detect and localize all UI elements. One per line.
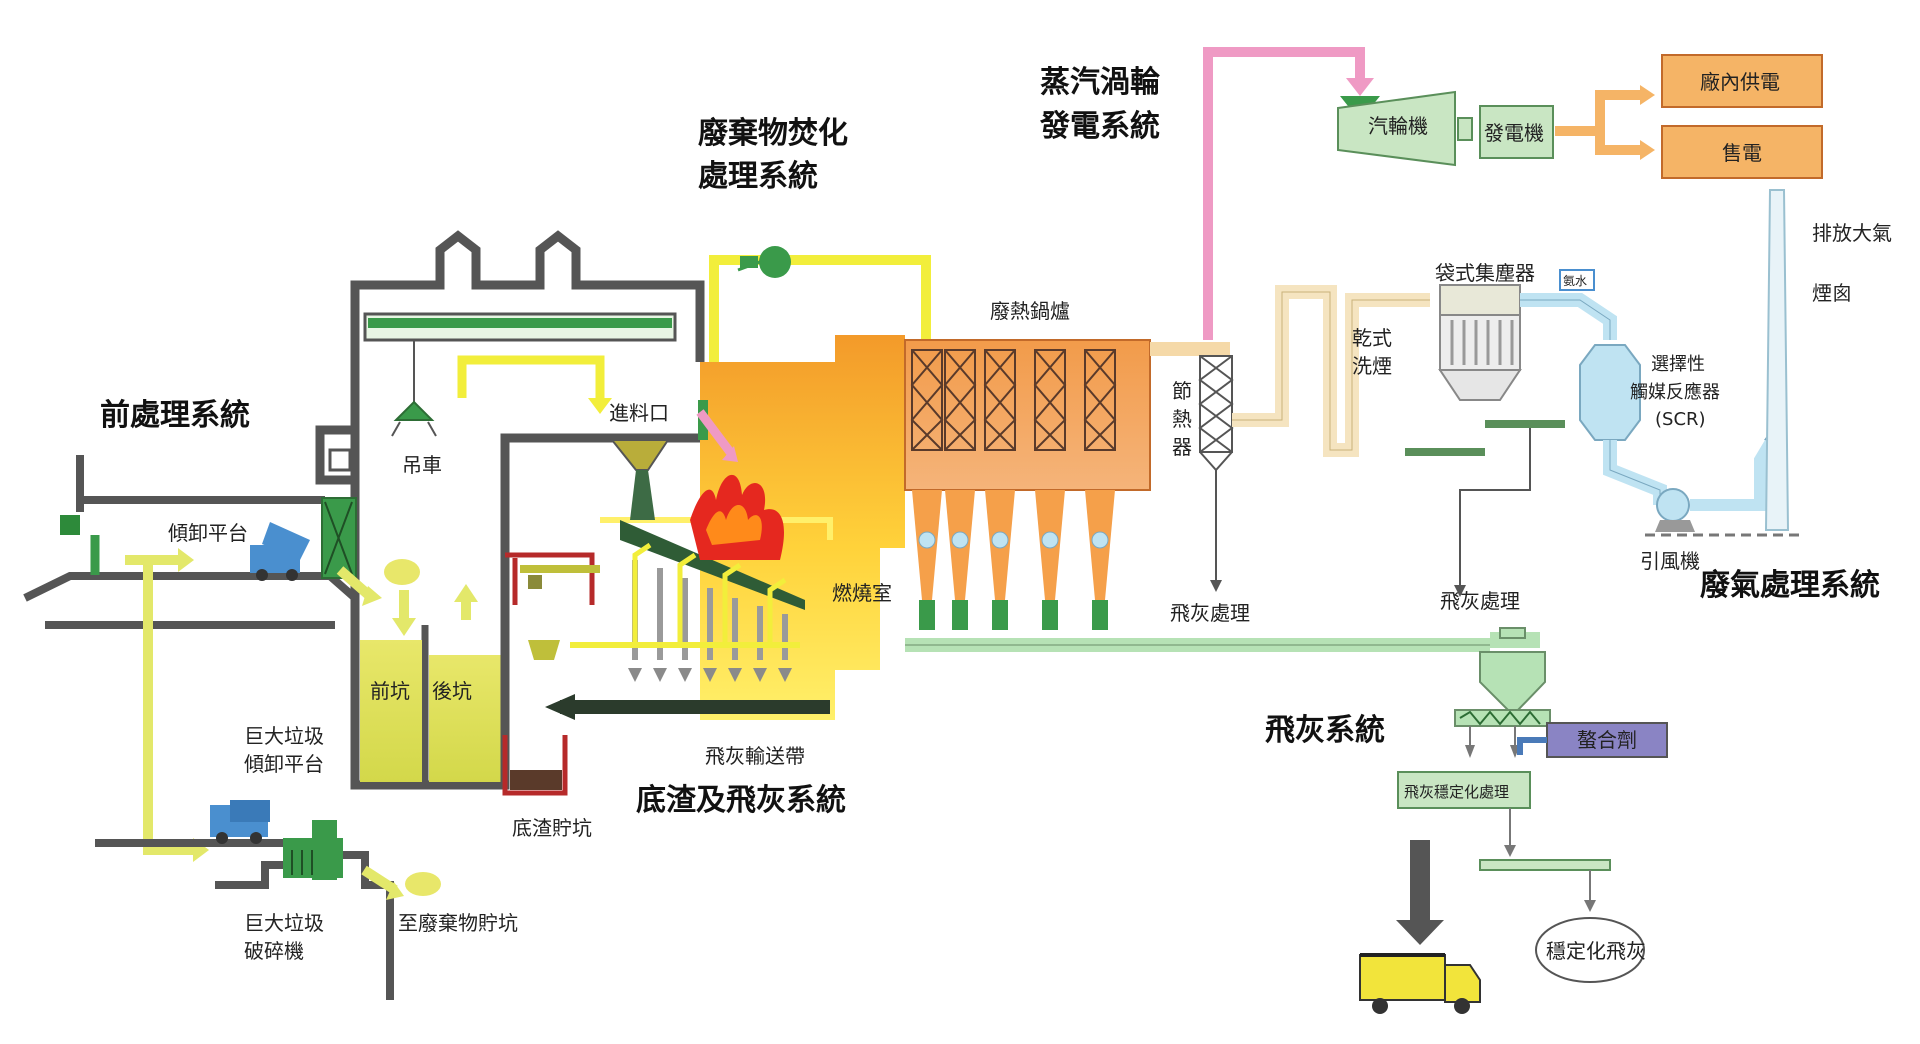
- label-dry-scrubber-2: 洗煙: [1352, 354, 1392, 378]
- chimney: [1764, 189, 1790, 531]
- label-plant-power: 廠內供電: [1700, 70, 1780, 94]
- id-fan-icon: [1645, 488, 1800, 537]
- bag-filter: [1438, 284, 1522, 401]
- scrubber-duct: [1232, 285, 1430, 457]
- label-exhaust-air: 排放大氣: [1812, 221, 1892, 245]
- down-arrow-icon: [1396, 840, 1444, 945]
- label-scr-2: 觸媒反應器: [1630, 381, 1720, 403]
- label-stabilized-fly-ash: 穩定化飛灰: [1546, 939, 1646, 963]
- label-sell-power: 售電: [1722, 141, 1762, 165]
- dump-truck-icon: [1359, 953, 1481, 1014]
- label-fly-ash-stabilization: 飛灰穩定化處理: [1404, 783, 1509, 801]
- label-ammonia: 氨水: [1563, 274, 1587, 288]
- incinerator-furnace: [570, 246, 931, 720]
- fan-icon: [759, 246, 791, 278]
- flue-duct: [1150, 342, 1230, 356]
- section-fly-ash: 飛灰系統: [1265, 713, 1385, 748]
- waste-heat-boiler: [904, 339, 1151, 630]
- label-scr-3: (SCR): [1655, 409, 1706, 430]
- label-chimney: 煙囪: [1812, 281, 1852, 305]
- bottom-ash-pit: [510, 770, 562, 790]
- waste-bale: [384, 559, 420, 585]
- bottom-ash-system: [502, 552, 830, 796]
- label-id-fan: 引風機: [1640, 549, 1700, 573]
- label-economizer-1: 節: [1172, 379, 1192, 403]
- section-incineration-line1: 廢棄物焚化: [698, 116, 848, 151]
- section-steam-line2: 發電系統: [1039, 109, 1160, 144]
- bulky-waste-area: [95, 800, 441, 1000]
- label-scr-1: 選擇性: [1651, 354, 1705, 375]
- label-fly-ash-treatment-2: 飛灰處理: [1440, 589, 1520, 613]
- label-dry-scrubber-1: 乾式: [1352, 326, 1392, 350]
- label-to-waste-pit: 至廢棄物貯坑: [398, 911, 518, 935]
- label-chelating-agent: 螯合劑: [1577, 728, 1637, 752]
- label-bottom-ash-pit: 底渣貯坑: [512, 816, 592, 840]
- economizer: [1198, 355, 1234, 592]
- label-back-pit: 後坑: [432, 679, 472, 703]
- label-bag-filter: 袋式集塵器: [1435, 261, 1535, 285]
- section-steam-line1: 蒸汽渦輪: [1040, 65, 1161, 100]
- label-crane: 吊車: [402, 453, 442, 477]
- label-bulky-tipping-1: 巨大垃圾: [244, 724, 324, 748]
- turbine: [1337, 90, 1456, 167]
- label-turbine: 汽輪機: [1368, 114, 1428, 138]
- label-fly-ash-treatment-1: 飛灰處理: [1170, 601, 1250, 625]
- control-box-icon: [60, 515, 80, 535]
- label-waste-heat-boiler: 廢熱鍋爐: [990, 299, 1070, 323]
- fly-ash-stabilization-box: [1397, 771, 1531, 809]
- plant-power-box: [1661, 54, 1823, 108]
- label-front-pit: 前坑: [370, 679, 410, 703]
- label-bulky-tipping-2: 傾卸平台: [244, 752, 324, 776]
- component-labels: 吊車 傾卸平台 進料口 前坑 後坑 巨大垃圾 傾卸平台 巨大垃圾 破碎機 至廢棄…: [168, 70, 1892, 963]
- label-economizer-3: 器: [1172, 435, 1192, 459]
- sell-power-box: [1661, 125, 1823, 179]
- label-fly-ash-conveyor: 飛灰輸送帶: [705, 744, 805, 768]
- label-feed-inlet: 進料口: [609, 401, 669, 425]
- back-pit: [429, 655, 501, 782]
- ammonia-tag: [1559, 269, 1595, 291]
- section-incineration-line2: 處理系統: [698, 159, 818, 194]
- label-generator: 發電機: [1484, 121, 1544, 145]
- ash-grab-icon: [528, 640, 560, 660]
- section-bottom-ash: 底渣及飛灰系統: [636, 783, 846, 818]
- steam-pipe: [1203, 47, 1365, 340]
- feed-hopper: [609, 439, 670, 471]
- label-combustion-chamber: 燃燒室: [832, 581, 892, 605]
- label-bulky-crusher-1: 巨大垃圾: [244, 911, 324, 935]
- operator-cabin-icon: [328, 448, 352, 472]
- bulky-truck-icon: [210, 800, 270, 844]
- stabilized-fly-ash-oval: [1535, 917, 1645, 983]
- fly-ash-conveyor: [560, 700, 830, 714]
- section-pretreatment: 前處理系統: [100, 398, 250, 433]
- grate: [620, 520, 805, 610]
- label-bulky-crusher-2: 破碎機: [244, 939, 304, 963]
- tipping-truck-icon: [250, 522, 310, 581]
- label-tipping-platform: 傾卸平台: [168, 521, 248, 545]
- scr-reactor: [1579, 344, 1641, 441]
- refuse-bunker-building: [23, 230, 705, 790]
- section-titles: 前處理系統 廢棄物焚化 處理系統 蒸汽渦輪 發電系統 底渣及飛灰系統 飛灰系統 …: [100, 65, 1880, 818]
- label-economizer-2: 熱: [1172, 407, 1192, 431]
- generator: [1479, 105, 1554, 159]
- front-pit: [360, 640, 422, 782]
- section-exhaust: 廢氣處理系統: [1700, 568, 1880, 603]
- crane-grab-icon: [393, 400, 435, 421]
